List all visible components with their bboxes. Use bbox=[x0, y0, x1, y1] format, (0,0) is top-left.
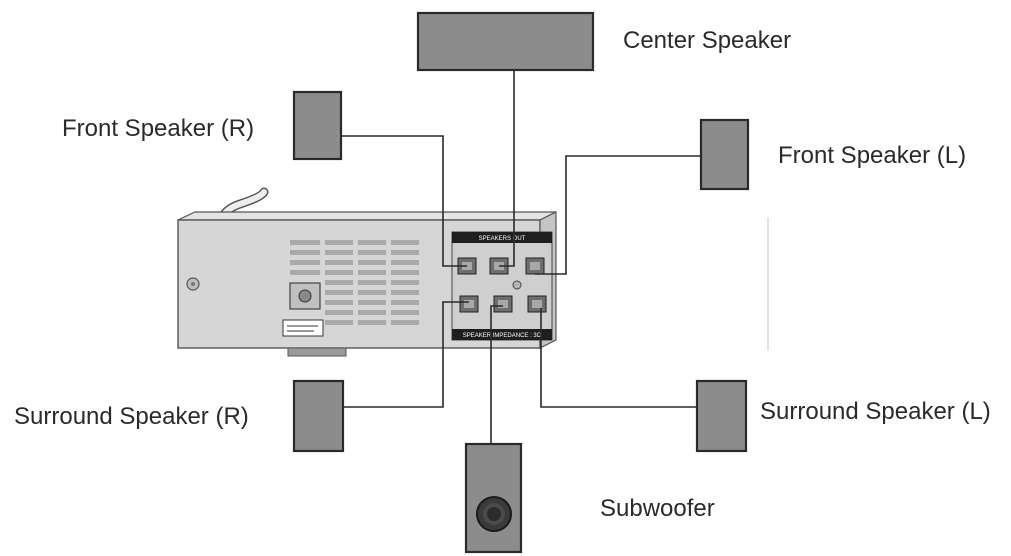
speakers-out-label: SPEAKERS OUT bbox=[479, 236, 526, 242]
label-front-speaker-l: Front Speaker (L) bbox=[778, 142, 966, 169]
wire-front-l bbox=[535, 155, 701, 275]
speaker-wires bbox=[342, 70, 701, 444]
surround-speaker-r-box bbox=[292, 379, 345, 453]
front-speaker-r-box bbox=[292, 90, 343, 161]
vent-grille bbox=[290, 240, 419, 325]
speaker-labels: Center Speaker Front Speaker (R) Front S… bbox=[14, 27, 991, 522]
impedance-label: SPEAKER IMPEDANCE : 3Ω bbox=[463, 333, 542, 339]
label-center-speaker: Center Speaker bbox=[623, 27, 791, 54]
surround-speaker-l-box bbox=[695, 379, 748, 453]
wire-subwoofer bbox=[490, 305, 503, 444]
label-surround-speaker-r: Surround Speaker (R) bbox=[14, 403, 249, 430]
wire-surround-r bbox=[344, 301, 469, 408]
wire-surround-l bbox=[540, 308, 697, 408]
receiver-unit: SPEAKERS OUT SPEAKER IMPEDANCE : 3Ω bbox=[177, 187, 557, 357]
wire-front-r bbox=[342, 135, 467, 267]
subwoofer-box bbox=[464, 442, 523, 554]
label-surround-speaker-l: Surround Speaker (L) bbox=[760, 398, 991, 425]
wire-center bbox=[499, 70, 515, 267]
unit-top bbox=[177, 211, 557, 221]
label-subwoofer: Subwoofer bbox=[600, 495, 715, 522]
speakers bbox=[292, 11, 750, 554]
speaker-terminal-panel: SPEAKERS OUT SPEAKER IMPEDANCE : 3Ω bbox=[451, 231, 553, 341]
label-front-speaker-r: Front Speaker (R) bbox=[62, 115, 254, 142]
center-speaker-box bbox=[416, 11, 595, 72]
front-speaker-l-box bbox=[699, 118, 750, 191]
